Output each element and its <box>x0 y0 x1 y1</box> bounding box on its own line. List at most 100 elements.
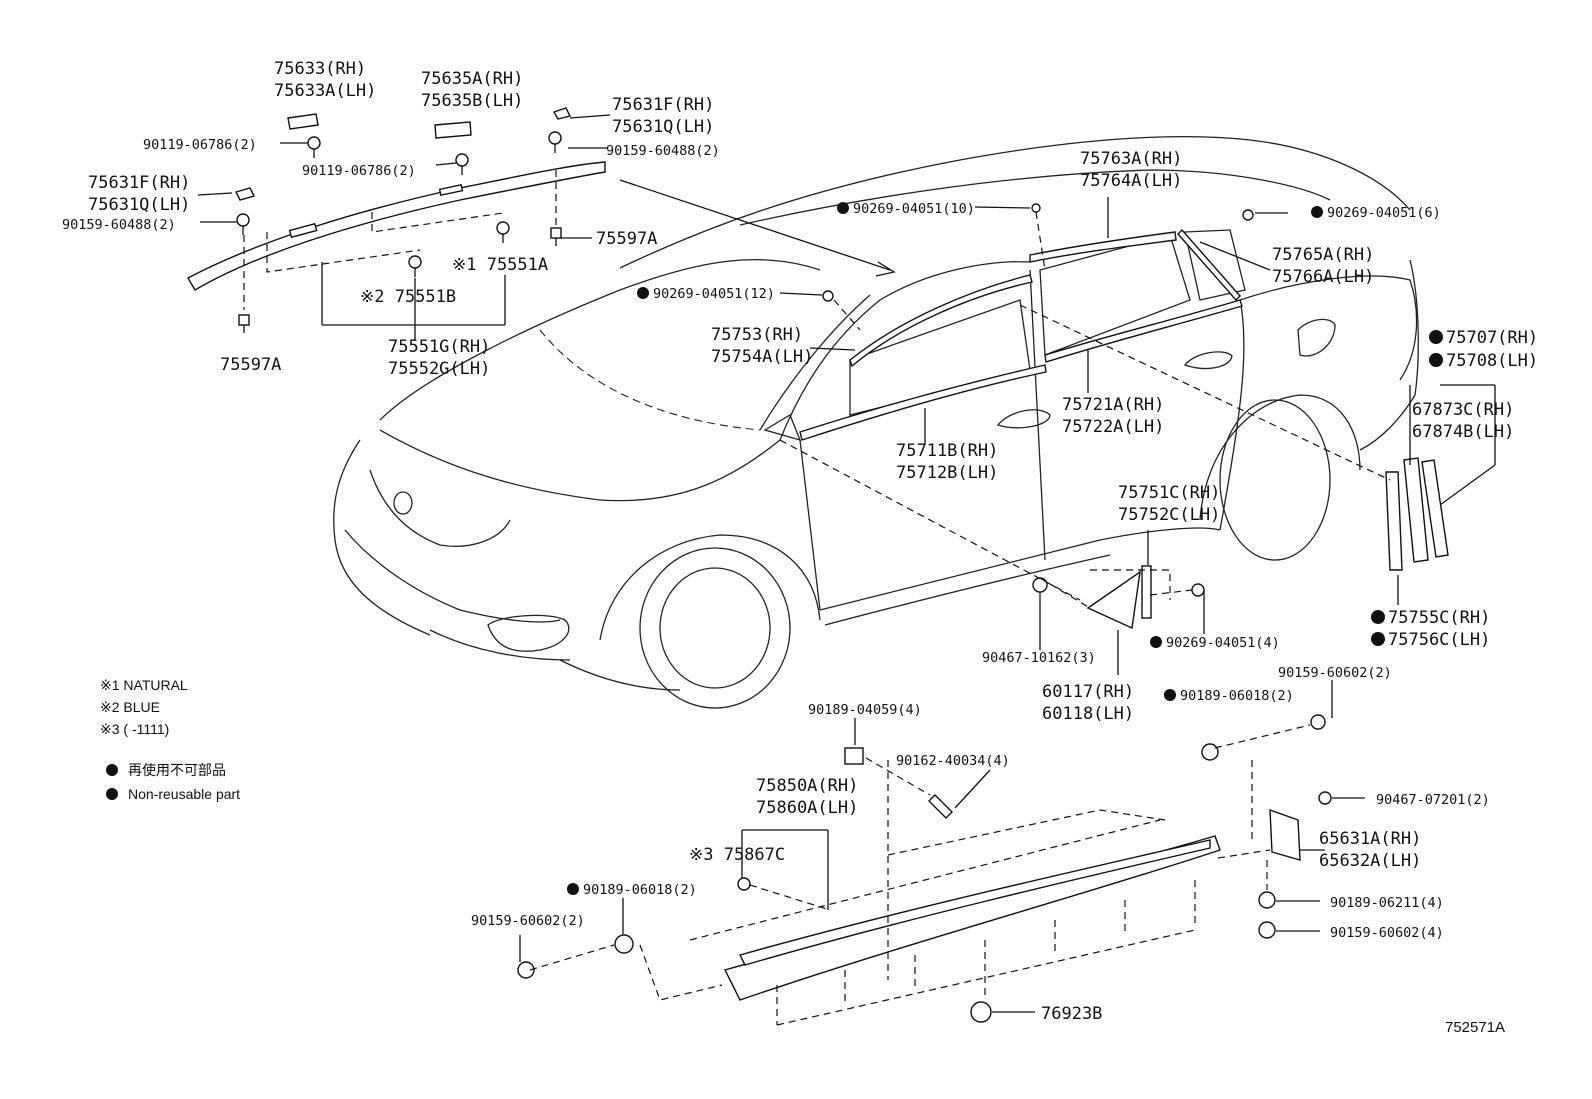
part-number: 75754A(LH) <box>711 347 813 367</box>
part-number: 75712B(LH) <box>896 463 998 483</box>
part-label: 75763A(RH)75764A(LH) <box>1080 149 1182 191</box>
part-label: 60117(RH)60118(LH) <box>1042 682 1134 724</box>
part-number: 90159-60488(2) <box>62 217 176 233</box>
part-number: 75753(RH) <box>711 325 803 345</box>
nonreusable-dot-icon <box>1150 636 1162 648</box>
part-number: 75765A(RH) <box>1272 245 1374 265</box>
dashed-assembly-lines <box>243 170 1391 1026</box>
part-number: 75597A <box>596 229 657 249</box>
part-number: 75707(RH) <box>1446 328 1538 348</box>
part-label: 90467-07201(2) <box>1376 792 1490 808</box>
part-number: 90159-60602(4) <box>1330 925 1444 941</box>
part-number: 75764A(LH) <box>1080 171 1182 191</box>
part-label: 75721A(RH)75722A(LH) <box>1062 395 1164 437</box>
part-number: 90159-60602(2) <box>471 913 585 929</box>
part-label: 90269-04051(10) <box>837 201 975 217</box>
part-label: 75631F(RH)75631Q(LH) <box>88 173 190 215</box>
part-label: ※1 75551A <box>452 255 548 275</box>
part-number: 90467-07201(2) <box>1376 792 1490 808</box>
part-label: 75756C(LH) <box>1371 630 1490 650</box>
part-label: ※2 75551B <box>360 287 456 307</box>
part-number: 75633(RH) <box>274 59 366 79</box>
part-label: 90119-06786(2) <box>143 137 257 153</box>
part-number: 75631Q(LH) <box>88 195 190 215</box>
part-label: 75711B(RH)75712B(LH) <box>896 441 998 483</box>
nonreusable-dot-icon <box>106 788 118 800</box>
part-number: 90159-60602(2) <box>1278 665 1392 681</box>
nonreusable-dot-icon <box>637 287 649 299</box>
nonreusable-dot-icon <box>1371 632 1385 646</box>
part-label: 75753(RH)75754A(LH) <box>711 325 813 367</box>
part-label: 75751C(RH)75752C(LH) <box>1118 483 1220 525</box>
part-number: 75860A(LH) <box>756 798 858 818</box>
part-label: 90162-40034(4) <box>896 753 1010 769</box>
part-number: 90119-06786(2) <box>143 137 257 153</box>
part-label: 90159-60602(4) <box>1330 925 1444 941</box>
part-label: 75708(LH) <box>1429 351 1538 371</box>
part-label: 90467-10162(3) <box>982 650 1096 666</box>
part-number: 75631Q(LH) <box>612 117 714 137</box>
part-label: 75631F(RH)75631Q(LH) <box>612 95 714 137</box>
part-number: 67874B(LH) <box>1412 422 1514 442</box>
nonreusable-dot-icon <box>1311 206 1323 218</box>
part-number: 60118(LH) <box>1042 704 1134 724</box>
part-label: 75551G(RH)75552G(LH) <box>388 337 490 379</box>
part-number: 90189-06018(2) <box>583 882 697 898</box>
part-number: 90269-04051(10) <box>853 201 975 217</box>
part-number: 75721A(RH) <box>1062 395 1164 415</box>
part-number: 75635B(LH) <box>421 91 523 111</box>
part-number: 75850A(RH) <box>756 776 858 796</box>
car-outline <box>333 135 1419 709</box>
part-number: 75552G(LH) <box>388 359 490 379</box>
part-number: ※1 75551A <box>452 255 548 275</box>
legend-nonreusable-en: Non-reusable part <box>128 786 240 802</box>
part-number: 90162-40034(4) <box>896 753 1010 769</box>
part-label: 90159-60602(2) <box>1278 665 1392 681</box>
part-label: 75707(RH) <box>1429 328 1538 348</box>
legend: ※1 NATURAL ※2 BLUE ※3 ( -1111) 再使用不可部品 N… <box>100 677 240 802</box>
part-label: 90189-06018(2) <box>567 882 697 898</box>
part-number: 75708(LH) <box>1446 351 1538 371</box>
legend-note-1: ※1 NATURAL <box>100 677 188 693</box>
roof-rail <box>187 161 606 291</box>
part-label: 90189-04059(4) <box>808 702 922 718</box>
part-label: 90159-60488(2) <box>62 217 176 233</box>
part-number: 65632A(LH) <box>1319 851 1421 871</box>
roof-rail-covers <box>234 107 572 201</box>
figure-code: 752571A <box>1445 1019 1505 1036</box>
nonreusable-dot-icon <box>837 202 849 214</box>
part-number: 75755C(RH) <box>1388 608 1490 628</box>
part-label: 75635A(RH)75635B(LH) <box>421 69 523 111</box>
part-number: 90189-04059(4) <box>808 702 922 718</box>
part-number: 90189-06211(4) <box>1330 895 1444 911</box>
part-number: 75635A(RH) <box>421 69 523 89</box>
part-number: 75751C(RH) <box>1118 483 1220 503</box>
part-number: 75633A(LH) <box>274 81 376 101</box>
part-number: 75766A(LH) <box>1272 267 1374 287</box>
part-label: 90269-04051(4) <box>1150 635 1280 651</box>
part-number: 75551G(RH) <box>388 337 490 357</box>
part-label: 90269-04051(12) <box>637 286 775 302</box>
part-number: 75752C(LH) <box>1118 505 1220 525</box>
legend-note-3: ※3 ( -1111) <box>100 721 169 737</box>
nonreusable-dot-icon <box>1429 353 1443 367</box>
part-label: 75755C(RH) <box>1371 608 1490 628</box>
part-number: 75711B(RH) <box>896 441 998 461</box>
part-number: 75631F(RH) <box>612 95 714 115</box>
part-number: 75763A(RH) <box>1080 149 1182 169</box>
part-label: 90119-06786(2) <box>302 163 416 179</box>
part-number: 65631A(RH) <box>1319 829 1421 849</box>
part-number: 75756C(LH) <box>1388 630 1490 650</box>
part-label: 75633(RH)75633A(LH) <box>274 59 376 101</box>
part-label: 67873C(RH)67874B(LH) <box>1412 400 1514 442</box>
part-label: 75850A(RH)75860A(LH) <box>756 776 858 818</box>
part-label: 90159-60488(2) <box>606 143 720 159</box>
part-number: 75631F(RH) <box>88 173 190 193</box>
part-label: 90269-04051(6) <box>1311 205 1441 221</box>
part-number: 60117(RH) <box>1042 682 1134 702</box>
part-label: 90159-60602(2) <box>471 913 585 929</box>
nonreusable-dot-icon <box>1429 330 1443 344</box>
part-number: 90119-06786(2) <box>302 163 416 179</box>
